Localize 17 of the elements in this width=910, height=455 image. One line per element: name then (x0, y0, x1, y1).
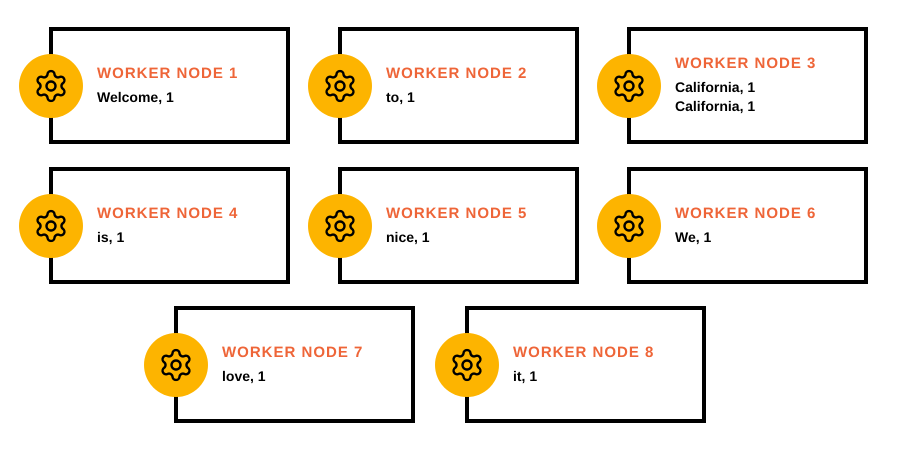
node-text: California, 1 (675, 78, 756, 97)
node-text: love, 1 (222, 366, 267, 386)
node-title: WORKER NODE 8 (513, 344, 656, 360)
node-title: WORKER NODE 6 (675, 204, 818, 222)
node-title: WORKER NODE 5 (386, 204, 528, 222)
node-text: to, 1 (386, 88, 416, 106)
node-text: is, 1 (97, 228, 126, 246)
node-title: WORKER NODE 1 (97, 64, 240, 82)
node-text: it, 1 (513, 366, 538, 386)
node-text: Welcome, 1 (97, 88, 175, 106)
node-text: nice, 1 (386, 228, 431, 246)
node-title: WORKER NODE 7 (222, 344, 364, 360)
node-title: WORKER NODE 2 (386, 64, 528, 82)
node-title: WORKER NODE 4 (97, 204, 240, 222)
node-title: WORKER NODE 3 (675, 55, 818, 72)
node-text: We, 1 (675, 228, 712, 246)
node-text: California, 1 (675, 97, 756, 116)
